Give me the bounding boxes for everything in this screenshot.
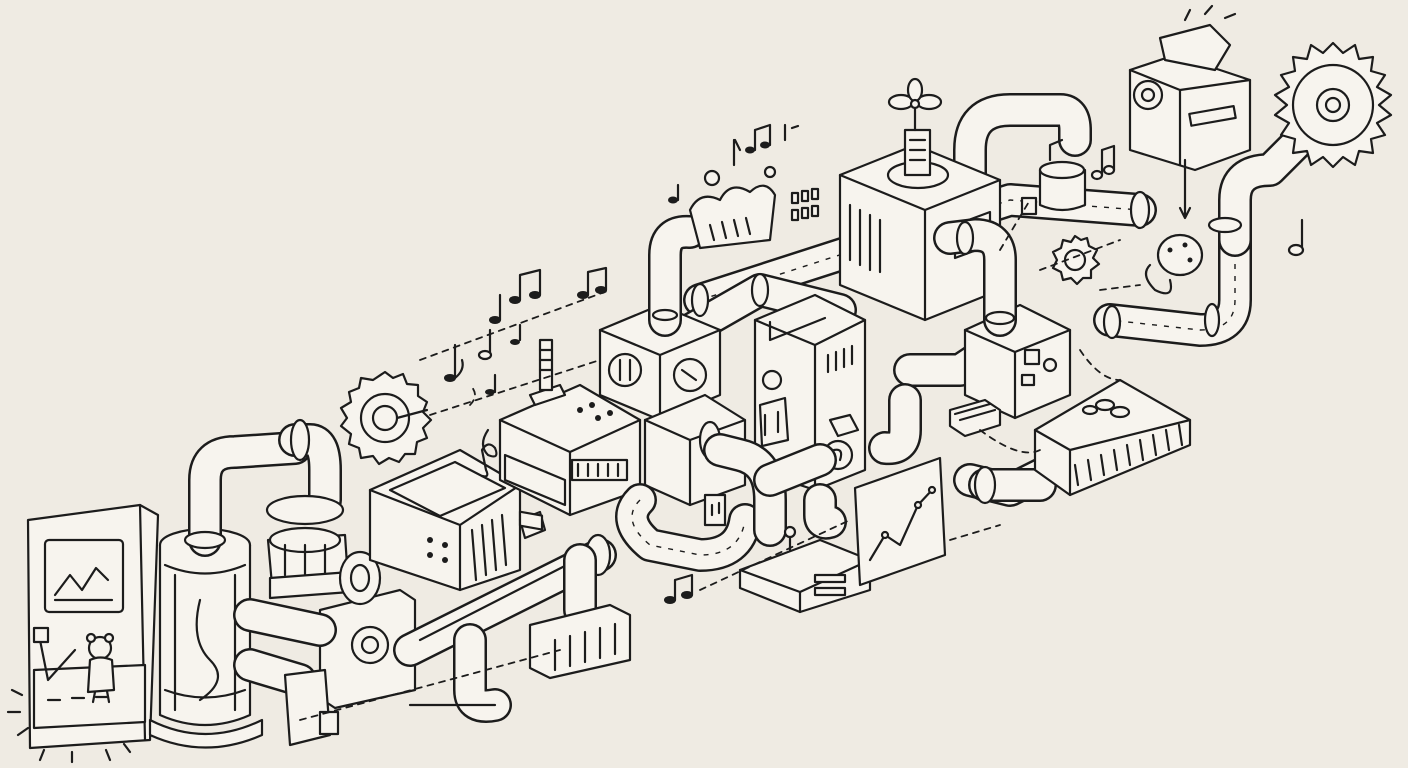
gear-icon: [339, 370, 433, 466]
console-monitor: [26, 503, 160, 750]
center-tower: [753, 293, 867, 492]
music-note-icon: [444, 123, 1305, 604]
dial-cube: [598, 214, 722, 422]
elbow-pipe: [968, 465, 1057, 505]
line-chart-icon: [853, 456, 947, 587]
valve-assembly: [265, 494, 352, 600]
hook-pipe: [803, 383, 922, 540]
lower-pipe: [393, 533, 632, 723]
coil-device: [1144, 233, 1204, 295]
flow-lines: [299, 199, 1141, 721]
sparkle-lines: [6, 688, 132, 764]
cloud-box: [688, 138, 777, 250]
dot-panel-box: [368, 448, 547, 592]
mid-junction-box: [615, 393, 837, 572]
pump-housing: [233, 550, 417, 747]
window-cube: [933, 218, 1072, 420]
large-gear-icon: [1273, 41, 1393, 169]
cylinder-tank: [148, 418, 342, 749]
pipe-flanges: [690, 190, 1243, 340]
small-crate: [948, 398, 1002, 438]
small-gear-icon: [1051, 234, 1101, 286]
fan-icon: [887, 77, 943, 132]
teddy-bear-icon: [85, 632, 116, 704]
faucet-jar: [1020, 138, 1087, 216]
camera-machine: [1128, 4, 1252, 220]
keyboard-icon: [1033, 378, 1192, 497]
radio-base: [738, 525, 872, 614]
indicator-grid: [790, 187, 820, 222]
treble-clef-icon: [480, 428, 498, 478]
